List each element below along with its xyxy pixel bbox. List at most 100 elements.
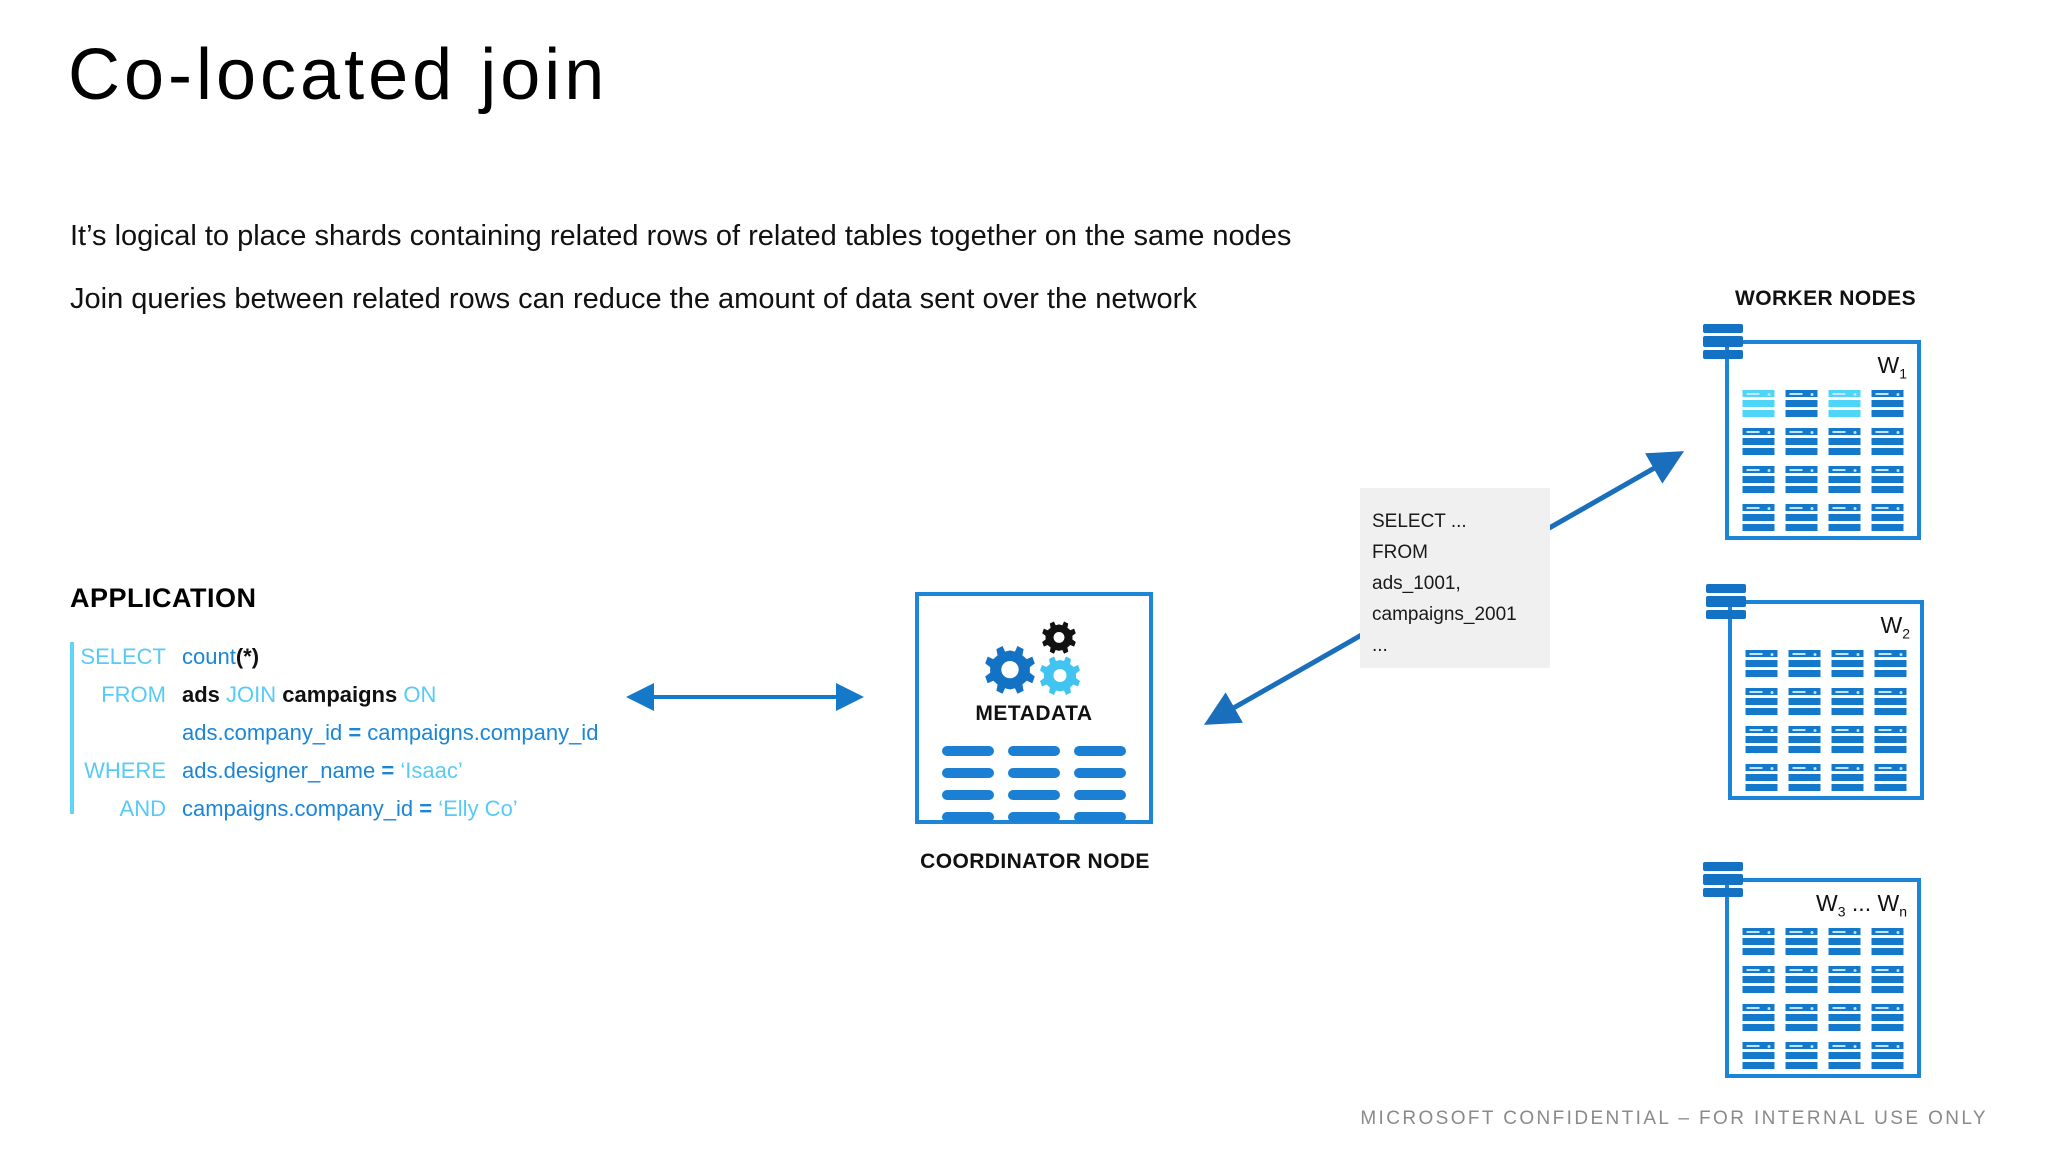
shard-icon — [1785, 428, 1818, 455]
shard-bar — [1828, 1052, 1861, 1059]
shard-detail-line — [1875, 468, 1889, 471]
shard-bar — [1874, 736, 1907, 743]
shard-detail-dot — [1767, 968, 1771, 972]
shard-detail-dot — [1853, 468, 1857, 472]
shard-bar — [1788, 736, 1821, 743]
shard-bar — [1831, 670, 1864, 677]
shard-icon — [1745, 688, 1778, 715]
shard-detail-dot — [1896, 468, 1900, 472]
shard-bar — [1742, 400, 1775, 407]
shard-detail-dot — [1770, 766, 1774, 770]
shard-icon-highlighted — [1828, 390, 1861, 417]
sql-line: ads.company_id = campaigns.company_id — [70, 714, 598, 752]
server-icon-bar — [1703, 336, 1743, 347]
shard-icon — [1831, 726, 1864, 753]
shard-detail-dot — [1767, 506, 1771, 510]
shard-bar — [1871, 438, 1904, 445]
shard-detail-line — [1878, 766, 1892, 769]
shard-icon — [1831, 764, 1864, 791]
shard-bar — [1874, 698, 1907, 705]
shard-detail-line — [1878, 652, 1892, 655]
shard-bar — [1828, 514, 1861, 521]
sql-expression: ads JOIN campaigns ON — [182, 682, 437, 707]
shard-bar — [1785, 1024, 1818, 1031]
shard-bar — [1871, 976, 1904, 983]
shard-bar — [1871, 476, 1904, 483]
shard-bar — [1828, 976, 1861, 983]
shard-bar — [1828, 476, 1861, 483]
shard-detail-line — [1832, 392, 1846, 395]
shard-icon — [1788, 726, 1821, 753]
shard-detail-dot — [1767, 1006, 1771, 1010]
shard-detail-dot — [1813, 652, 1817, 656]
sql-line: WHERE ads.designer_name = ‘Isaac’ — [70, 752, 590, 790]
shard-icon — [1874, 764, 1907, 791]
shard-bar — [1828, 1024, 1861, 1031]
shard-detail-line — [1789, 468, 1803, 471]
shard-icon — [1745, 650, 1778, 677]
shard-bar — [1871, 1024, 1904, 1031]
shard-detail-line — [1789, 506, 1803, 509]
shard-detail-line — [1749, 690, 1763, 693]
shard-bar — [1742, 986, 1775, 993]
shard-detail-dot — [1896, 392, 1900, 396]
shard-bar — [1785, 948, 1818, 955]
shard-detail-line — [1835, 652, 1849, 655]
body-text-line-1: It’s logical to place shards containing … — [70, 220, 1292, 252]
metadata-label: METADATA — [975, 702, 1093, 725]
sql-expression: ads.designer_name = ‘Isaac’ — [182, 758, 463, 783]
shard-detail-dot — [1767, 930, 1771, 934]
shard-detail-dot — [1767, 468, 1771, 472]
shard-bar — [1871, 410, 1904, 417]
shard-bar — [1828, 438, 1861, 445]
tooltip-line: SELECT ... — [1372, 511, 1467, 532]
shard-bar — [1785, 938, 1818, 945]
shard-bar — [1785, 524, 1818, 531]
shard-icon — [1788, 688, 1821, 715]
shard-bar — [1831, 708, 1864, 715]
shard-bar — [1874, 746, 1907, 753]
sql-keyword: WHERE — [84, 758, 166, 783]
metadata-bar — [1074, 746, 1126, 756]
shard-bar — [1874, 784, 1907, 791]
metadata-bars — [942, 746, 1126, 822]
shard-detail-dot — [1810, 506, 1814, 510]
shard-detail-line — [1835, 728, 1849, 731]
shard-detail-line — [1875, 968, 1889, 971]
shard-detail-line — [1789, 930, 1803, 933]
server-icon-bar — [1703, 350, 1743, 359]
shard-icon — [1828, 504, 1861, 531]
shard-detail-line — [1878, 728, 1892, 731]
shard-icon — [1785, 1004, 1818, 1031]
shard-detail-line — [1878, 690, 1892, 693]
shard-detail-dot — [1856, 690, 1860, 694]
server-icon — [1706, 584, 1746, 619]
shard-detail-line — [1789, 1006, 1803, 1009]
shard-bar — [1742, 476, 1775, 483]
shard-bar — [1871, 1052, 1904, 1059]
metadata-bar — [942, 812, 994, 822]
gears-group — [919, 616, 1149, 695]
shard-bar — [1785, 400, 1818, 407]
shard-icon — [1745, 726, 1778, 753]
shard-bar — [1785, 486, 1818, 493]
shard-detail-line — [1789, 968, 1803, 971]
metadata-bar — [1008, 790, 1060, 800]
shard-icon — [1874, 688, 1907, 715]
shard-icon — [1742, 1042, 1775, 1069]
shard-bar — [1745, 698, 1778, 705]
metadata-bar — [1074, 812, 1126, 822]
shard-detail-line — [1832, 506, 1846, 509]
shard-detail-dot — [1896, 506, 1900, 510]
worker-box: W1 — [1725, 340, 1921, 540]
server-icon-bar — [1706, 596, 1746, 607]
shard-detail-line — [1792, 652, 1806, 655]
shard-bar — [1871, 514, 1904, 521]
shard-detail-line — [1832, 468, 1846, 471]
shard-icon — [1828, 1004, 1861, 1031]
shard-icon — [1828, 928, 1861, 955]
shard-icon-highlighted — [1742, 390, 1775, 417]
worker-label: W3 ... Wn — [1816, 890, 1907, 920]
